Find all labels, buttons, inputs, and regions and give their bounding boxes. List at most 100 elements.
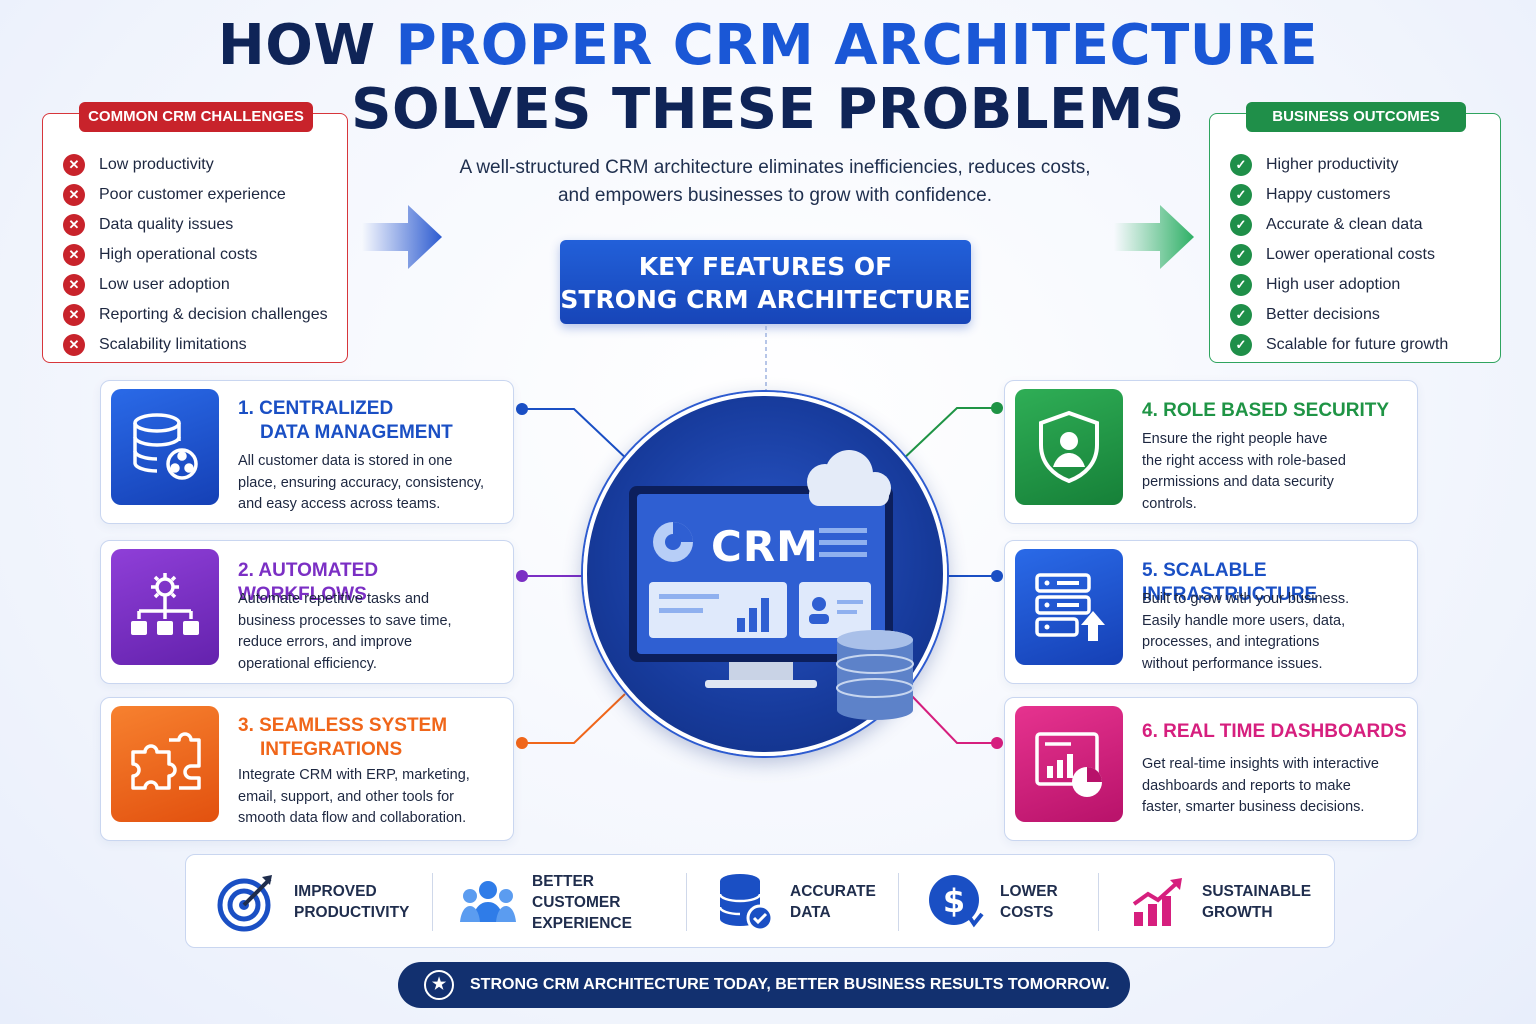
challenge-item: ✕ High operational costs [63,240,328,270]
feature-body: All customer data is stored in one place… [238,451,508,516]
feature-body: Ensure the right people have the right a… [1142,429,1412,515]
feature-body-line: Automate repetitive tasks and [238,591,430,607]
feature-title-line1: 1. CENTRALIZED [238,398,394,419]
x-circle-icon: ✕ [63,334,85,356]
outcome-item: ✓ Accurate & clean data [1230,210,1448,240]
benefit-improved-productivity: IMPROVED PRODUCTIVITY [216,855,444,949]
feature-body-line: place, ensuring accuracy, consistency, [238,474,485,491]
puzzle-icon [111,706,219,822]
feature-card-centralized-data: 1. CENTRALIZED DATA MANAGEMENT All custo… [100,380,514,524]
feature-body-line: Easily handle more users, data, [1142,612,1346,629]
benefit-line2: EXPERIENCE [532,914,632,932]
feature-body-line: operational efficiency. [238,655,377,672]
feature-body-line: Ensure the right people have [1142,431,1328,447]
key-features-line1: KEY FEATURES OF [638,252,893,281]
outcomes-label: BUSINESS OUTCOMES [1246,102,1466,132]
database-check-icon [718,874,774,932]
challenges-box: COMMON CRM CHALLENGES ✕Low productivity … [42,102,348,363]
divider [686,873,687,931]
check-circle-icon: ✓ [1230,154,1252,176]
footer-text: STRONG CRM ARCHITECTURE TODAY, BETTER BU… [470,976,1110,993]
feature-title: 4. ROLE BASED SECURITY [1142,399,1412,423]
check-circle-icon: ✓ [1230,214,1252,236]
growth-chart-icon [1132,878,1182,926]
feature-card-system-integrations: 3. SEAMLESS SYSTEM INTEGRATIONS Integrat… [100,697,514,841]
feature-card-scalable-infrastructure: 5. SCALABLE INFRASTRUCTURE Built to grow… [1004,540,1418,684]
feature-body-line: reduce errors, and improve [238,634,413,650]
crm-center-illustration: CRM [583,392,947,756]
feature-body-line: email, support, and other tools for [238,788,455,805]
feature-title: 3. SEAMLESS SYSTEM INTEGRATIONS [238,714,508,762]
challenge-text: High operational costs [99,246,258,263]
benefits-bar: IMPROVED PRODUCTIVITY BETTER CUSTOMER EXPE… [185,854,1335,948]
feature-title-line1: 5. SCALABLE INFRASTRUCTURE [1142,560,1318,605]
feature-title-line1: 2. AUTOMATED WORKFLOWS [238,560,379,605]
feature-title: 2. AUTOMATED WORKFLOWS [238,559,508,607]
challenge-text: Scalability limitations [99,336,247,353]
feature-body-line: All customer data is stored in one [238,453,453,469]
feature-title-line2: INTEGRATIONS [260,739,403,760]
feature-body: Get real-time insights with interactive … [1142,754,1412,819]
feature-title-line1: 6. REAL TIME DASHBOARDS [1142,721,1407,742]
outcome-item: ✓Scalable for future growth [1230,330,1448,360]
check-circle-icon: ✓ [1230,274,1252,296]
outcome-text: Accurate & clean data [1266,216,1423,233]
footer-banner: ★ STRONG CRM ARCHITECTURE TODAY, BETTER … [398,962,1130,1008]
subtitle-line2: and empowers businesses to grow with con… [557,185,993,206]
benefit-line1: SUSTAINABLE [1202,883,1312,900]
feature-card-role-security: 4. ROLE BASED SECURITY Ensure the right … [1004,380,1418,524]
subtitle: A well-structured CRM architecture elimi… [388,154,1162,210]
feature-body: Built to grow with your business. Easily… [1142,589,1412,675]
server-upload-icon [1015,549,1123,665]
title-highlight: PROPER CRM ARCHITECTURE [395,13,1319,78]
feature-body-line: Built to grow with your business. [1142,591,1350,607]
title-part1: HOW [217,13,396,78]
benefit-line2: GROWTH [1202,904,1273,921]
star-icon: ★ [424,970,454,1000]
dashboard-chart-icon [1015,706,1123,822]
workflow-gear-icon [111,549,219,665]
feature-body-line: controls. [1142,495,1197,512]
outcome-item: ✓Better decisions [1230,300,1448,330]
feature-body-line: smooth data flow and collaboration. [238,810,467,826]
challenge-text: Data quality issues [99,216,234,233]
benefit-line1: LOWER [1000,883,1058,900]
benefit-line2: COSTS [1000,904,1054,921]
outcome-item: ✓Happy customers [1230,180,1448,210]
x-circle-icon: ✕ [63,304,85,326]
challenge-text: Low productivity [99,156,214,173]
page-title: HOW PROPER CRM ARCHITECTURE SOLVES THESE… [0,14,1536,142]
shield-user-icon [1015,389,1123,505]
benefit-sustainable-growth: SUSTAINABLE GROWTH [1130,855,1352,949]
outcome-item: ✓Lower operational costs [1230,240,1448,270]
benefit-line1: ACCURATE [790,883,876,900]
challenge-item: ✕Low user adoption [63,270,328,300]
feature-title-line1: 4. ROLE BASED SECURITY [1142,400,1390,421]
feature-body-line: Get real-time insights with interactive [1142,756,1379,772]
x-circle-icon: ✕ [63,244,85,266]
x-circle-icon: ✕ [63,184,85,206]
challenge-text: Reporting & decision challenges [99,306,328,323]
monitor-icon [629,486,893,688]
benefit-line2: PRODUCTIVITY [294,904,410,921]
dollar-icon: $ [929,875,984,928]
svg-text:$: $ [943,882,965,920]
benefit-line1: IMPROVED [294,883,377,900]
feature-title-line1: 3. SEAMLESS SYSTEM [238,715,448,736]
x-circle-icon: ✕ [63,274,85,296]
outcome-text: Scalable for future growth [1266,336,1449,353]
database-icon [836,630,914,720]
check-circle-icon: ✓ [1230,184,1252,206]
feature-title: 1. CENTRALIZED DATA MANAGEMENT [238,397,508,445]
database-network-icon [111,389,219,505]
x-circle-icon: ✕ [63,214,85,236]
benefit-line1: BETTER CUSTOMER [532,872,621,911]
x-circle-icon: ✕ [63,154,85,176]
feature-card-automated-workflows: 2. AUTOMATED WORKFLOWS Automate repetiti… [100,540,514,684]
challenges-label: COMMON CRM CHALLENGES [79,102,313,132]
crm-label: CRM [711,522,819,571]
challenge-item: ✕ Low productivity [63,150,328,180]
feature-body-line: processes, and integrations [1142,634,1320,650]
